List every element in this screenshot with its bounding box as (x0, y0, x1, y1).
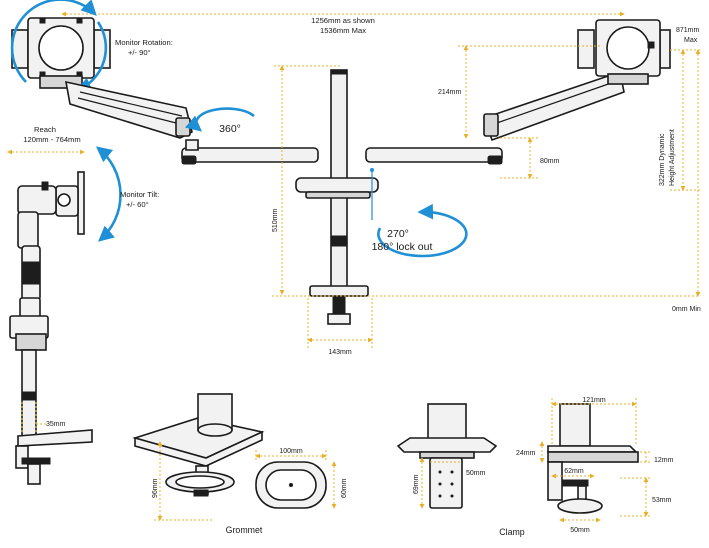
central-pole (295, 69, 379, 325)
clamp-jaw-label: 62mm (564, 468, 584, 475)
tilt-arc (95, 146, 122, 242)
clamp-detail: 50mm 69mm Clamp 121mm 24mm 12mm 62mm 53m… (396, 397, 674, 537)
reach-label: Reach (34, 125, 56, 134)
dynamic-height-label-2: Height Adjustment (669, 129, 676, 186)
clamp-foot-label: 50mm (570, 527, 590, 534)
right-lower-arm (365, 147, 503, 165)
max-height-word: Max (684, 37, 698, 44)
grommet-caption: Grommet (226, 525, 263, 535)
grommet-detail: 96mm 100mm 60mm Grommet (132, 393, 348, 535)
swivel-label: 360° (219, 123, 241, 135)
lockout-label: 180° lock out (372, 241, 433, 253)
rotation-arc-left (10, 0, 97, 83)
left-lower-arm (181, 139, 319, 165)
clamp-top-label: 24mm (516, 450, 536, 457)
rotation-value: +/- 90° (128, 48, 151, 57)
arm-offset-label: 80mm (540, 158, 560, 165)
left-upper-arm (64, 80, 193, 139)
arm-height-label: 214mm (438, 89, 462, 96)
grommet-plate-label: 60mm (341, 478, 348, 498)
base-width-label: 143mm (328, 349, 352, 356)
clamp-plate-label: 50mm (466, 470, 486, 477)
tilt-label: Monitor Tilt: (120, 190, 159, 199)
left-monitor-plate (11, 17, 111, 89)
swivel-arc (185, 107, 255, 132)
side-view: Reach 120mm - 764mm Monitor Tilt: +/- 60… (7, 125, 159, 485)
dynamic-height-label-1: 322mm Dynamic (659, 133, 666, 186)
clamp-opening-label: 53mm (652, 497, 672, 504)
right-upper-arm (482, 70, 625, 142)
max-height-label: 871mm (676, 27, 700, 34)
clamp-bar-label: 69mm (413, 474, 420, 494)
right-monitor-plate (577, 19, 671, 85)
lockout-arc (377, 203, 468, 258)
grommet-depth-label: 96mm (152, 478, 159, 498)
lockout-angle: 270° (387, 228, 409, 240)
clamp-desk-label: 12mm (654, 457, 674, 464)
min-height-label: 0mm Min (672, 306, 701, 313)
reach-range: 120mm - 764mm (23, 135, 80, 144)
clamp-width-label: 121mm (582, 397, 606, 404)
rotation-label: Monitor Rotation: (115, 38, 173, 47)
clamp-caption: Clamp (499, 527, 525, 537)
width-label-as-shown: 1256mm as shown (311, 16, 375, 25)
tilt-value: +/- 60° (126, 200, 149, 209)
pole-offset-label: 35mm (46, 421, 66, 428)
grommet-slot-label: 100mm (279, 448, 303, 455)
dual-arm-front-view: 1256mm as shown 1536mm Max Monitor Rotat… (10, 0, 701, 356)
pole-height-label: 510mm (272, 208, 279, 232)
rotation-arc-right (75, 21, 108, 93)
width-label-max: 1536mm Max (320, 26, 366, 35)
